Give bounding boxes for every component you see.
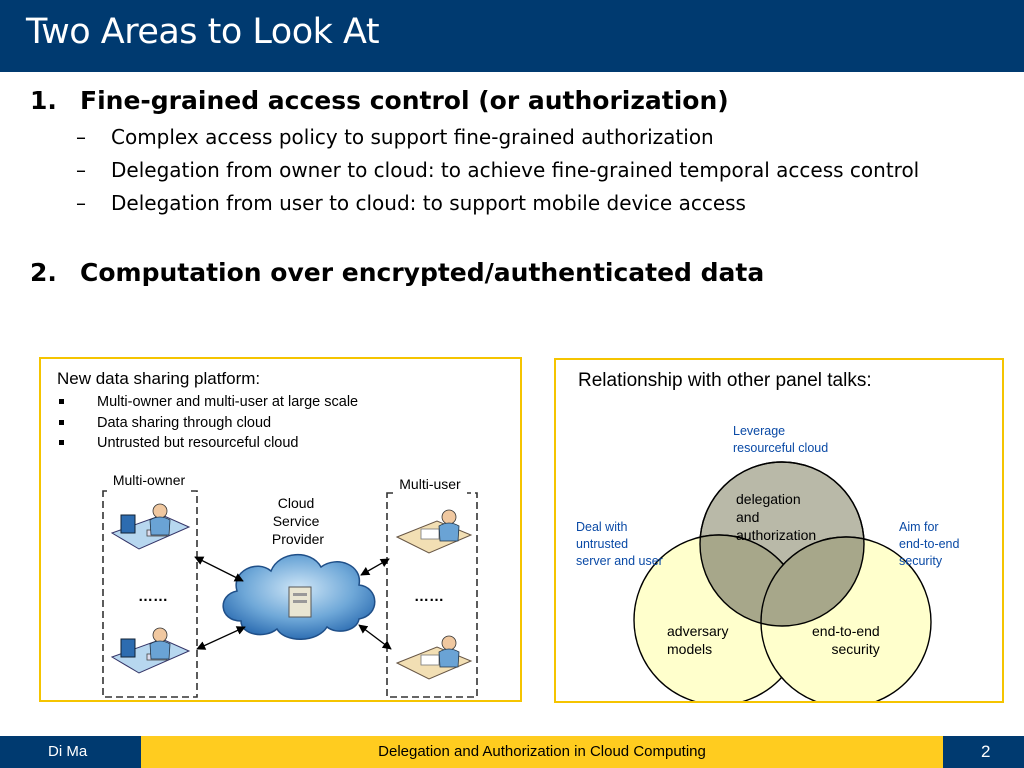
- outline-subitem: – Delegation from user to cloud: to suppo…: [76, 191, 746, 215]
- label-backing: [393, 481, 467, 499]
- note-line: server and user: [576, 554, 663, 568]
- user-workstation-icon: [395, 509, 473, 554]
- note-line: untrusted: [576, 537, 629, 551]
- subitem-text: Delegation from user to cloud: to suppor…: [111, 191, 746, 215]
- owner-to-cloud-arrow: [196, 626, 246, 650]
- multi-owner-label: Multi-owner: [113, 472, 186, 488]
- square-bullet-icon: [59, 399, 64, 404]
- platform-panel-title: New data sharing platform:: [57, 369, 261, 388]
- dash-bullet: –: [76, 125, 86, 149]
- note-line: resourceful cloud: [733, 441, 829, 455]
- subitem-text: Complex access policy to support fine-gr…: [111, 125, 714, 149]
- slide-footer: Di Ma Delegation and Authorization in Cl…: [0, 736, 1024, 768]
- bullet-text: Data sharing through cloud: [97, 414, 272, 431]
- platform-bullet-list: Multi-owner and multi-user at large scal…: [57, 392, 358, 454]
- multi-owner-group: Multi-owner ……: [102, 472, 198, 698]
- author-name: Di Ma: [48, 743, 88, 760]
- label-line: security: [831, 641, 880, 657]
- page-number: 2: [981, 742, 991, 761]
- label-line: end-to-end: [812, 623, 880, 639]
- multi-user-label: Multi-user: [399, 476, 461, 492]
- footer-page-number: 2: [943, 736, 1024, 768]
- cloud-icon: [222, 553, 376, 640]
- note-deal-with: Deal with untrusted server and user: [576, 519, 663, 570]
- relationship-panel-title: Relationship with other panel talks:: [578, 370, 872, 391]
- note-line: security: [899, 554, 943, 568]
- outline-subitem: – Complex access policy to support fine-g…: [76, 125, 714, 149]
- user-ellipsis: ……: [414, 588, 444, 605]
- square-bullet-icon: [59, 440, 64, 445]
- label-backing: [107, 480, 191, 498]
- owner-to-cloud-arrow: [194, 556, 244, 582]
- cloud-label-line: Provider: [272, 531, 324, 547]
- bullet-text: Multi-owner and multi-user at large scal…: [97, 394, 359, 410]
- list-item: Untrusted but resourceful cloud: [57, 433, 358, 454]
- note-line: Deal with: [576, 520, 628, 534]
- outline-heading: Fine-grained access control (or authoriz…: [80, 86, 729, 115]
- owner-workstation-icon: [110, 627, 191, 674]
- label-line: delegation: [736, 491, 801, 507]
- dash-bullet: –: [76, 191, 86, 215]
- subitem-text: Delegation from owner to cloud: to achie…: [111, 158, 920, 182]
- cloud-label-line: Service: [273, 513, 320, 529]
- list-item: Data sharing through cloud: [57, 413, 358, 434]
- cloud-to-user-arrow: [360, 558, 390, 576]
- note-aim-for: Aim for end-to-end security: [899, 519, 959, 570]
- label-line: and: [736, 509, 760, 525]
- outline-number: 1.: [30, 86, 57, 115]
- note-line: Leverage: [733, 424, 786, 438]
- note-line: end-to-end: [899, 537, 960, 551]
- label-delegation-authorization: delegation and authorization: [736, 490, 816, 544]
- list-item: Multi-owner and multi-user at large scal…: [57, 392, 358, 413]
- outline-number: 2.: [30, 258, 57, 287]
- footer-author: Di Ma: [0, 736, 141, 768]
- outline-item-1: 1. Fine-grained access control (or author…: [30, 86, 729, 115]
- venn-diagram: [633, 461, 932, 701]
- multi-user-group: Multi-user ……: [386, 476, 478, 698]
- label-adversary-models: adversary models: [667, 622, 728, 658]
- square-bullet-icon: [59, 419, 64, 425]
- footer-talk-title: Delegation and Authorization in Cloud Co…: [141, 736, 943, 768]
- label-line: authorization: [736, 527, 817, 543]
- user-workstation-icon: [395, 635, 473, 680]
- delegation-circle-outline: [699, 461, 865, 627]
- note-line: Aim for: [899, 520, 939, 534]
- outline-subitem: – Delegation from owner to cloud: to achi…: [76, 158, 919, 182]
- label-line: adversary: [667, 623, 729, 639]
- cloud-label-line: Cloud: [278, 495, 315, 511]
- cloud-to-user-arrow: [358, 624, 392, 650]
- platform-panel: New data sharing platform: Multi-owner a…: [39, 357, 522, 702]
- server-slot: [293, 600, 307, 603]
- server-slot: [293, 593, 307, 596]
- note-leverage: Leverage resourceful cloud: [733, 423, 828, 457]
- label-line: models: [667, 641, 713, 657]
- owner-workstation-icon: [110, 503, 191, 550]
- relationship-panel: Relationship with other panel talks: Lev…: [554, 358, 1004, 703]
- cloud-sharing-diagram: Multi-owner …… Multi-user: [102, 472, 478, 698]
- owner-ellipsis: ……: [138, 588, 168, 605]
- dash-bullet: –: [76, 158, 86, 182]
- slide-title: Two Areas to Look At: [26, 12, 380, 52]
- bullet-text: Untrusted but resourceful cloud: [97, 435, 299, 451]
- title-bar: Two Areas to Look At: [0, 0, 1024, 72]
- label-end-to-end-security: end-to-end security: [812, 622, 880, 658]
- cloud-provider-label: Cloud Service Provider: [272, 495, 324, 547]
- outline-heading: Computation over encrypted/authenticated…: [80, 258, 765, 287]
- outline-item-2: 2. Computation over encrypted/authenticat…: [30, 258, 764, 287]
